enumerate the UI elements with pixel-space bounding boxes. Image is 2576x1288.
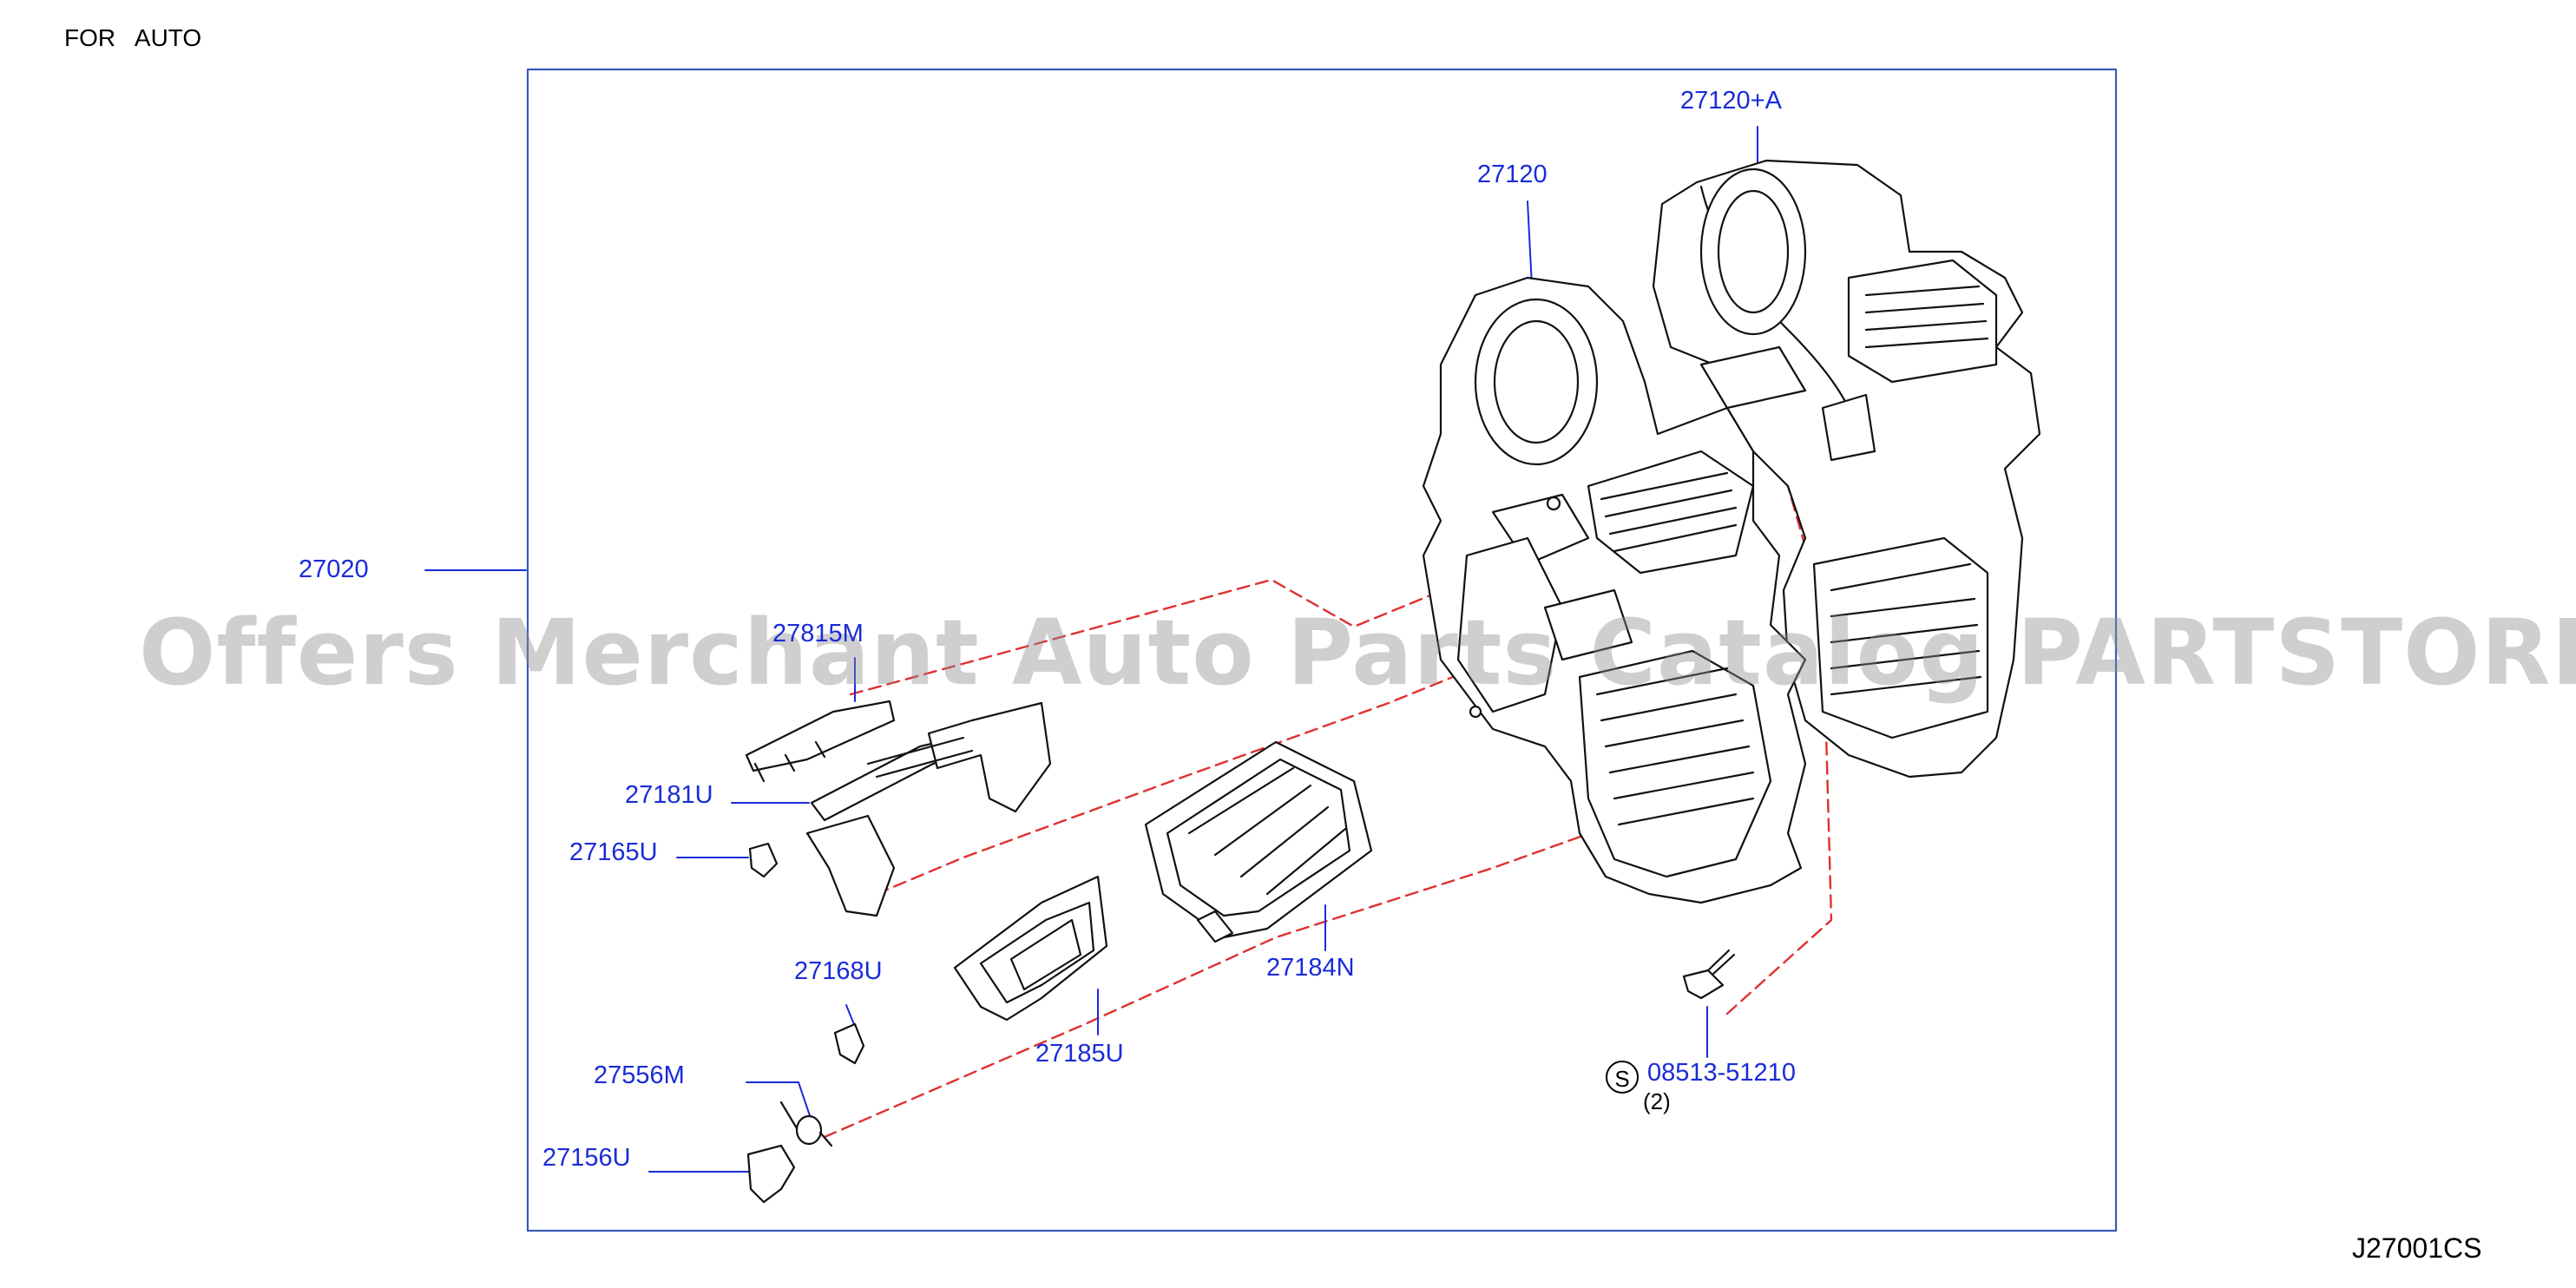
standard-part-symbol: S xyxy=(1606,1061,1639,1094)
callout-27156U[interactable]: 27156U xyxy=(542,1144,631,1172)
filter-cover-part xyxy=(953,875,1108,1022)
screw-part xyxy=(1682,949,1736,1000)
callout-08513-51210[interactable]: 08513-51210 xyxy=(1647,1059,1796,1087)
front-heater-case xyxy=(1422,276,1807,904)
callout-27815M[interactable]: 27815M xyxy=(772,620,864,647)
callout-27181U[interactable]: 27181U xyxy=(625,781,713,809)
callout-27168U[interactable]: 27168U xyxy=(794,957,883,985)
callout-27020[interactable]: 27020 xyxy=(299,555,369,583)
link-part xyxy=(745,700,896,783)
spring-part xyxy=(779,1101,833,1147)
rod-part xyxy=(833,1022,865,1065)
callout-27184N[interactable]: 27184N xyxy=(1266,954,1355,982)
assembly-frame xyxy=(526,68,2118,1232)
screw-quantity: (2) xyxy=(1643,1088,1671,1114)
callout-27185U[interactable]: 27185U xyxy=(1035,1040,1124,1068)
diagram-code: J27001CS xyxy=(2352,1232,2482,1264)
rear-heater-case xyxy=(1652,159,2041,779)
clip-part xyxy=(748,842,779,878)
lever-part xyxy=(805,701,1052,917)
watermark-text: Offers Merchant Auto Parts Catalog PARTS… xyxy=(139,600,2576,706)
variant-label: FOR AUTO xyxy=(64,24,202,51)
holder-part xyxy=(746,1144,796,1204)
callout-27556M[interactable]: 27556M xyxy=(594,1061,685,1089)
callout-27120[interactable]: 27120 xyxy=(1477,161,1548,188)
filter-part xyxy=(1144,740,1373,943)
callout-27165U[interactable]: 27165U xyxy=(569,838,658,866)
callout-27120A[interactable]: 27120+A xyxy=(1680,87,1782,115)
